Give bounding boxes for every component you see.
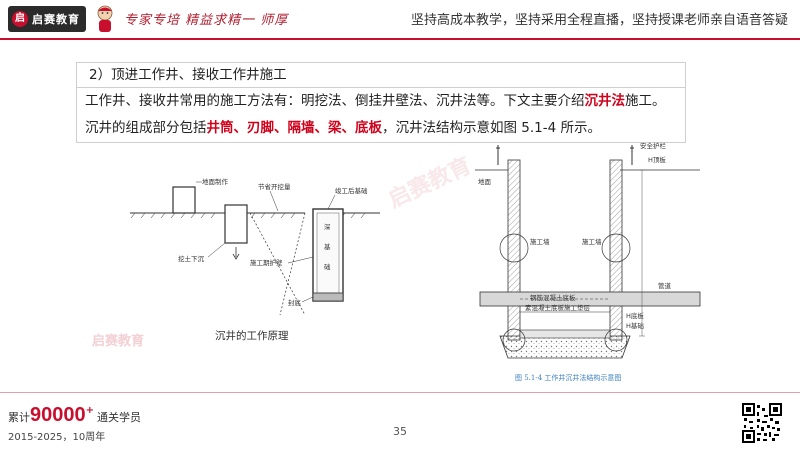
handwritten-slogan: 专家专培 精益求精一 师厚 bbox=[124, 13, 289, 28]
label-seal: 封底 bbox=[288, 298, 302, 307]
label-ground: 地面 bbox=[478, 177, 492, 186]
header-divider bbox=[0, 38, 800, 40]
label-bottom-note: 素混凝土底板施工垫层 bbox=[525, 303, 591, 312]
label-deep: 深 bbox=[324, 222, 331, 231]
brand-logo[interactable]: 启 启赛教育 bbox=[8, 6, 86, 32]
header: 启 启赛教育 专家专培 精益求精一 师厚 坚持高成本教学，坚持采用全程直播，坚持… bbox=[0, 0, 800, 38]
header-tagline: 坚持高成本教学，坚持采用全程直播，坚持授课老师亲自语音答疑 bbox=[410, 13, 788, 28]
content-panel: 2）顶进工作井、接收工作井施工 工作井、接收井常用的施工方法有：明挖法、倒挂井壁… bbox=[76, 62, 686, 143]
paragraph-line-2: 沉井的组成部分包括井筒、刃脚、隔墙、梁、底板，沉井法结构示意如图 5.1-4 所… bbox=[77, 115, 685, 142]
safety-rail-left bbox=[496, 145, 500, 165]
logo-mark-icon: 启 bbox=[12, 11, 28, 27]
left-diagram-caption: 沉井的工作原理 bbox=[215, 330, 289, 342]
footer-divider bbox=[0, 392, 800, 393]
mascot-icon bbox=[97, 5, 113, 32]
label-wall-protect: 施工期护壁 bbox=[250, 258, 283, 267]
footer-stats: 累计 90000 + 通关学员 bbox=[8, 404, 141, 427]
line2-text: 沉井的组成部分包括 bbox=[85, 120, 207, 136]
label-construct-wall-right: 施工墙 bbox=[582, 237, 602, 246]
seal-bottom bbox=[312, 292, 344, 302]
stats-plus: + bbox=[85, 405, 95, 416]
label-top-plate: 钢筋混凝土底板 bbox=[530, 293, 576, 302]
label-pipe: 管道 bbox=[658, 281, 672, 290]
highlight-components: 井筒、刃脚、隔墙、梁、底板 bbox=[206, 120, 383, 136]
shaft-structure-diagram: 安全护栏 H顶板 地面 管道 钢筋混凝土底板 素混凝土底板施工垫层 H底板 H基… bbox=[475, 141, 701, 359]
label-backfill: 竣工后基础 bbox=[335, 186, 368, 195]
label-save-dig: 节省开挖量 bbox=[258, 182, 291, 191]
stats-number: 90000 bbox=[30, 404, 86, 426]
label-h-plate: H底板 bbox=[626, 311, 644, 320]
shaft-wall-left bbox=[507, 159, 521, 341]
line1-text: 工作井、接收井常用的施工方法有：明挖法、倒挂井壁法、沉井法等。下文主要介绍 bbox=[85, 93, 585, 109]
caisson-stage-2 bbox=[224, 204, 248, 244]
line2-tail: ，沉井法结构示意如图 5.1-4 所示。 bbox=[382, 120, 602, 136]
bottom-slab bbox=[519, 329, 611, 339]
detail-circle-left bbox=[499, 233, 529, 263]
label-h-top: H顶板 bbox=[648, 155, 666, 164]
detail-circle-right bbox=[601, 233, 631, 263]
label-foundation: 础 bbox=[324, 262, 331, 271]
watermark-center: 启赛教育 bbox=[384, 153, 476, 214]
label-excavate: 挖土下沉 bbox=[178, 254, 205, 263]
caisson-stage-1 bbox=[172, 186, 196, 214]
detail-circle-bottom-right bbox=[604, 328, 628, 352]
caisson-principle-diagram: 深 基 础 地面制作 挖土下沉 节省开挖量 竣工后基础 施工期护壁 封底 bbox=[130, 177, 380, 316]
shaft-wall-right bbox=[609, 159, 623, 341]
qr-code-icon[interactable] bbox=[742, 403, 782, 443]
page-number: 35 bbox=[393, 425, 407, 438]
detail-circle-bottom-left bbox=[502, 328, 526, 352]
stats-prefix: 累计 bbox=[8, 411, 30, 424]
right-diagram-caption: 图 5.1-4 工作井沉井法结构示意图 bbox=[515, 374, 622, 382]
label-prefab: 地面制作 bbox=[202, 177, 229, 186]
watermark: 启赛教育 bbox=[92, 334, 145, 349]
label-h-base: H基础 bbox=[626, 321, 644, 330]
label-construct-wall-left: 施工墙 bbox=[530, 237, 550, 246]
slope-line bbox=[249, 212, 306, 316]
safety-rail-right bbox=[630, 145, 634, 165]
base-concrete bbox=[499, 335, 631, 359]
stats-suffix: 通关学员 bbox=[97, 411, 142, 424]
line1-tail: 施工。 bbox=[625, 93, 666, 109]
logo-text: 启赛教育 bbox=[32, 13, 80, 26]
paragraph-line-1: 工作井、接收井常用的施工方法有：明挖法、倒挂井壁法、沉井法等。下文主要介绍沉井法… bbox=[77, 88, 685, 115]
label-safety-rail: 安全护栏 bbox=[640, 141, 667, 150]
section-title: 2）顶进工作井、接收工作井施工 bbox=[77, 63, 685, 88]
footer-years: 2015-2025，10周年 bbox=[8, 432, 106, 443]
label-base: 基 bbox=[324, 242, 331, 251]
highlight-method: 沉井法 bbox=[584, 93, 626, 109]
